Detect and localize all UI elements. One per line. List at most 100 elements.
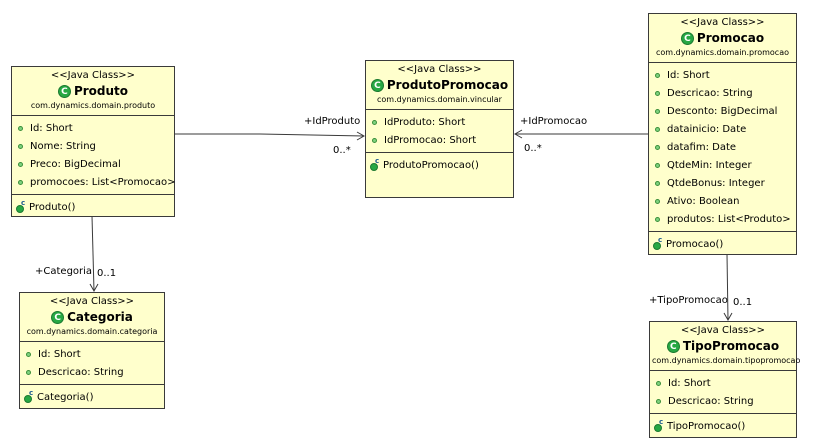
class-name: TipoPromocao: [682, 339, 780, 353]
field-icon: [26, 351, 31, 357]
package-name: com.dynamics.domain.vincular: [377, 95, 502, 104]
constructor-icon: c: [654, 418, 665, 432]
association-categoria-role: +Categoria: [35, 266, 93, 277]
attribute-row: IdPromocao: Short: [366, 131, 513, 149]
class-icon: C: [57, 85, 71, 98]
constructor-icon: c: [653, 236, 664, 250]
attribute-row: promocoes: List<Promocao>: [12, 173, 175, 191]
association-idpromocao-arrowhead: [513, 129, 523, 139]
association-idpromocao-multiplicity: 0..*: [524, 143, 542, 154]
stereotype-label: <<Java Class>>: [397, 64, 482, 75]
attribute-row: Preco: BigDecimal: [12, 155, 174, 173]
class-name: Categoria: [67, 310, 133, 324]
attribute-row: Nome: String: [12, 137, 174, 155]
class-icon: C: [370, 79, 384, 92]
association-tipopromocao-multiplicity: 0..1: [733, 297, 753, 308]
association-categoria-arrowhead: [89, 283, 99, 293]
attribute-row: datainicio: Date: [649, 120, 796, 138]
field-icon: [655, 108, 660, 114]
class-name: Promocao: [696, 31, 765, 45]
constructor-icon: c: [370, 157, 381, 171]
association-idproduto-arrowhead: [356, 131, 366, 141]
field-icon: [655, 162, 660, 168]
attribute-row: Ativo: Boolean: [649, 192, 796, 210]
attribute-row: Desconto: BigDecimal: [649, 102, 796, 120]
field-icon: [655, 180, 660, 186]
attribute-row: QtdeMin: Integer: [649, 156, 796, 174]
field-icon: [18, 179, 23, 185]
field-icon: [656, 380, 661, 386]
class-icon: C: [666, 340, 680, 353]
field-icon: [656, 398, 661, 404]
class-icon: C: [680, 32, 694, 45]
stereotype-label: <<Java Class>>: [49, 296, 135, 307]
stereotype-label: <<Java Class>>: [680, 17, 765, 28]
stereotype-label: <<Java Class>>: [680, 325, 766, 336]
attribute-row: produtos: List<Produto>: [649, 210, 796, 228]
class-name: Produto: [73, 84, 129, 98]
field-icon: [18, 161, 23, 167]
attribute-row: Descricao: String: [650, 392, 796, 410]
field-icon: [18, 125, 23, 131]
attribute-row: Descricao: String: [20, 363, 164, 381]
association-categoria-line: [91, 215, 95, 292]
field-icon: [655, 72, 660, 78]
constructor-icon: c: [24, 389, 35, 403]
field-icon: [372, 119, 377, 125]
attributes-compartment: Id: Short Descricao: String Desconto: Bi…: [649, 63, 796, 232]
association-tipopromocao-arrowhead: [723, 312, 733, 322]
attribute-row: Id: Short: [650, 374, 796, 392]
association-idproduto-multiplicity: 0..*: [333, 145, 351, 156]
association-tipopromocao-line: [726, 253, 729, 321]
field-icon: [655, 126, 660, 132]
package-name: com.dynamics.domain.promocao: [655, 48, 789, 57]
field-icon: [18, 143, 23, 149]
field-icon: [655, 198, 660, 204]
attribute-row: IdProduto: Short: [366, 113, 513, 131]
attributes-compartment: Id: Short Nome: String Preco: BigDecimal…: [12, 116, 175, 195]
association-idproduto-line: [174, 133, 365, 137]
association-tipopromocao-role: +TipoPromocao: [649, 295, 728, 306]
attributes-compartment: Id: Short Descricao: String: [20, 342, 164, 385]
attribute-row: Descricao: String: [649, 84, 796, 102]
attribute-row: Id: Short: [12, 119, 174, 137]
class-name: ProdutoPromocao: [386, 78, 509, 92]
attribute-row: Id: Short: [649, 66, 796, 84]
stereotype-label: <<Java Class>>: [50, 70, 136, 81]
field-icon: [372, 137, 377, 143]
class-icon: C: [51, 311, 65, 324]
association-idproduto-role: +IdProduto: [304, 116, 361, 127]
attribute-row: datafim: Date: [649, 138, 796, 156]
attribute-row: Id: Short: [20, 345, 164, 363]
field-icon: [26, 369, 31, 375]
field-icon: [655, 90, 660, 96]
package-name: com.dynamics.domain.categoria: [26, 327, 158, 336]
field-icon: [655, 144, 660, 150]
attribute-row: QtdeBonus: Integer: [649, 174, 796, 192]
constructor-icon: c: [16, 199, 27, 213]
package-name: com.dynamics.domain.tipopromocao: [652, 356, 801, 365]
attributes-compartment: IdProduto: Short IdPromocao: Short: [366, 110, 513, 153]
field-icon: [655, 216, 660, 222]
